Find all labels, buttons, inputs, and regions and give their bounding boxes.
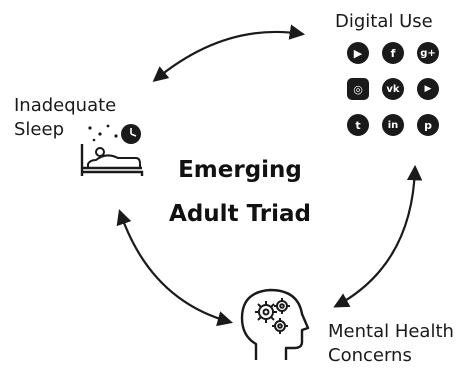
head-gears-icon [240, 288, 310, 360]
facebook-icon: f [382, 42, 404, 64]
arrow-digital-mental [333, 164, 423, 308]
sleep-label-line2: Sleep [14, 119, 65, 140]
mental-label-line1: Mental Health [328, 321, 454, 342]
linkedin-icon: in [382, 114, 404, 136]
arrow-sleep-mental [116, 209, 233, 327]
google-plus-icon: g+ [417, 42, 439, 64]
social-media-icons: ▶ f g+ ◎ vk ▶ t in p [347, 42, 455, 138]
center-title-line1: Emerging [178, 157, 302, 183]
inadequate-sleep-label: Inadequate Sleep [14, 94, 116, 142]
mental-label-line2: Concerns [328, 345, 412, 366]
arrow-sleep-digital [152, 24, 306, 82]
twitter-icon: t [347, 114, 369, 136]
youtube-icon: ▶ [347, 42, 369, 64]
sleep-label-line1: Inadequate [14, 95, 117, 116]
sleep-bed-icon [80, 124, 144, 176]
center-title-line2: Adult Triad [169, 201, 311, 227]
vk-icon: vk [382, 78, 404, 100]
mental-health-label: Mental Health Concerns [328, 320, 454, 368]
pinterest-icon: p [417, 114, 439, 136]
instagram-icon: ◎ [347, 78, 369, 100]
youtube-play-icon: ▶ [417, 78, 439, 100]
digital-use-label: Digital Use [335, 11, 433, 32]
